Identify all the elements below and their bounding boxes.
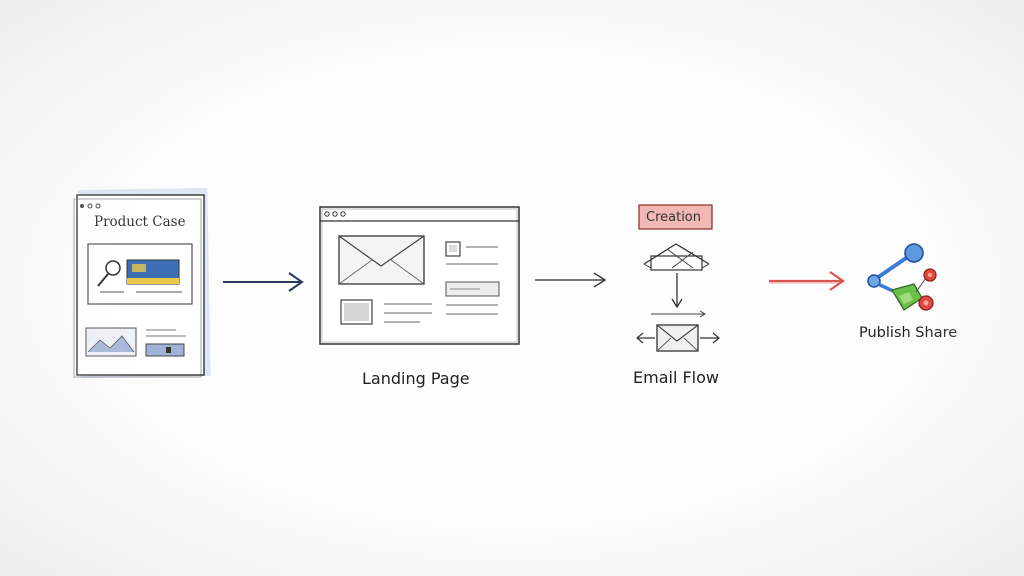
product-case-label: Product Case <box>94 214 186 230</box>
share-icon <box>867 243 937 311</box>
landing-page-window <box>319 206 520 345</box>
email-flow-diagram <box>636 204 720 352</box>
creation-tag-label: Creation <box>646 210 702 225</box>
arrow-1 <box>223 272 304 292</box>
email-flow-label: Email Flow <box>633 368 719 387</box>
publish-share-label: Publish Share <box>859 325 958 341</box>
arrow-2 <box>535 272 607 288</box>
arrow-3 <box>769 271 845 291</box>
landing-page-label: Landing Page <box>362 369 470 388</box>
